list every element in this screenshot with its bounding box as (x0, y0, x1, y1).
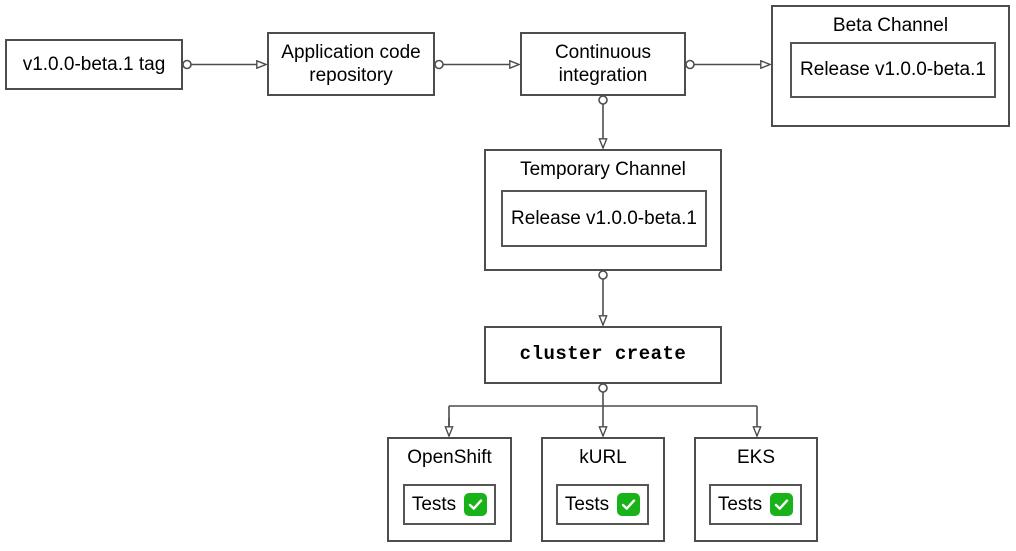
kurl-tests-box[interactable]: Tests (556, 484, 649, 525)
openshift-tests-box[interactable]: Tests (403, 484, 496, 525)
temporary-channel-release-box[interactable]: Release v1.0.0-beta.1 (501, 190, 707, 247)
cluster-create-node[interactable]: cluster create (484, 326, 722, 384)
temporary-channel-title: Temporary Channel (520, 159, 686, 180)
green-check-icon (617, 493, 641, 516)
eks-tests-row: Tests (717, 493, 794, 516)
green-check-icon (464, 493, 488, 516)
openshift-title: OpenShift (407, 447, 492, 468)
tag-node[interactable]: v1.0.0-beta.1 tag (5, 39, 183, 90)
edge-cluster-create-to-targets (449, 383, 757, 436)
cluster-create-label: cluster create (519, 343, 687, 366)
openshift-target-container[interactable]: OpenShift Tests (387, 437, 512, 542)
temporary-channel-container[interactable]: Temporary Channel Release v1.0.0-beta.1 (484, 149, 722, 271)
kurl-target-container[interactable]: kURL Tests (541, 437, 665, 542)
continuous-integration-label: Continuous integration (554, 41, 652, 86)
kurl-tests-row: Tests (564, 493, 641, 516)
beta-channel-release-box[interactable]: Release v1.0.0-beta.1 (790, 42, 996, 98)
green-check-icon (770, 493, 794, 516)
eks-target-container[interactable]: EKS Tests (694, 437, 818, 542)
edge-repository-to-ci (434, 59, 519, 70)
beta-channel-title: Beta Channel (832, 15, 949, 36)
edge-ci-to-beta-channel (685, 59, 770, 70)
app-code-repository-label: Application code repository (281, 41, 421, 86)
tag-node-label: v1.0.0-beta.1 tag (22, 53, 166, 75)
edge-tag-to-repository (182, 59, 266, 70)
edge-temporary-channel-to-cluster-create (598, 270, 608, 325)
temporary-channel-release-label: Release v1.0.0-beta.1 (511, 207, 697, 229)
kurl-tests-label: Tests (564, 493, 610, 515)
continuous-integration-node[interactable]: Continuous integration (520, 32, 686, 96)
beta-channel-container[interactable]: Beta Channel Release v1.0.0-beta.1 (771, 5, 1010, 127)
eks-tests-box[interactable]: Tests (709, 484, 802, 525)
edge-ci-to-temporary-channel (598, 95, 608, 148)
kurl-title: kURL (579, 447, 627, 468)
beta-channel-release-label: Release v1.0.0-beta.1 (800, 59, 986, 80)
openshift-tests-label: Tests (411, 493, 457, 515)
openshift-tests-row: Tests (411, 493, 488, 516)
app-code-repository-node[interactable]: Application code repository (267, 32, 435, 96)
eks-tests-label: Tests (717, 493, 763, 515)
eks-title: EKS (736, 447, 776, 468)
